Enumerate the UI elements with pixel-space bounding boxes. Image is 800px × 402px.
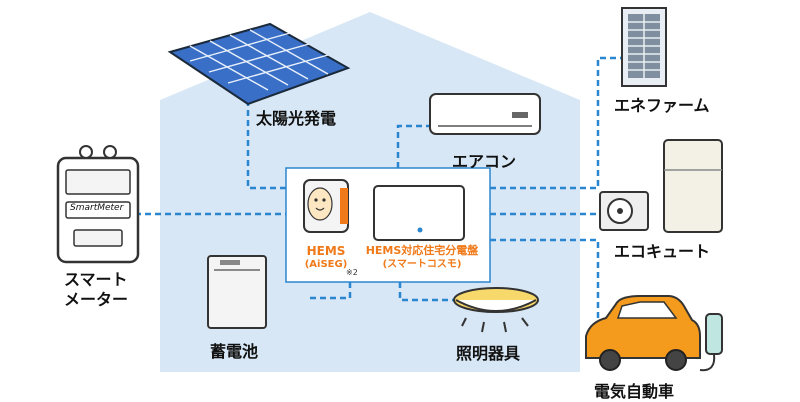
panel-subtitle: (スマートコスモ) (382, 259, 462, 270)
connection-lines (135, 56, 622, 340)
label-smart-meter-2: メーター (64, 290, 129, 309)
hems-subtitle: (AiSEG) (304, 259, 348, 270)
panel-title: HEMS対応住宅分電盤 (365, 244, 479, 257)
label-ecocute: エコキュート (614, 242, 711, 261)
hems-note: ※2 (346, 268, 358, 277)
label-aircon: エアコン (452, 152, 517, 171)
line-aircon (396, 124, 432, 168)
label-enefarm: エネファーム (614, 96, 710, 115)
enefarm-icon (621, 7, 667, 87)
line-solar (246, 100, 288, 190)
distribution-panel-icon (373, 185, 465, 241)
label-lighting: 照明器具 (456, 344, 521, 363)
label-ev: 電気自動車 (594, 382, 675, 401)
meter-screen-text: SmartMeter (70, 203, 124, 213)
electric-car-icon (585, 295, 723, 372)
label-battery: 蓄電池 (210, 342, 259, 361)
ceiling-light-icon (453, 287, 539, 333)
line-battery (310, 282, 352, 300)
line-lighting (398, 282, 458, 302)
line-ev (490, 238, 600, 340)
air-conditioner-icon (429, 93, 541, 135)
label-solar: 太陽光発電 (256, 109, 337, 128)
battery-icon (207, 255, 267, 329)
hems-title: HEMS (306, 244, 346, 258)
aiseg-device-icon (303, 179, 349, 233)
label-smart-meter-1: スマート (64, 270, 128, 289)
ecocute-icon (599, 139, 723, 233)
line-enefarm (490, 56, 622, 190)
solar-panel-icon (167, 22, 351, 106)
smart-meter-icon (56, 145, 140, 264)
